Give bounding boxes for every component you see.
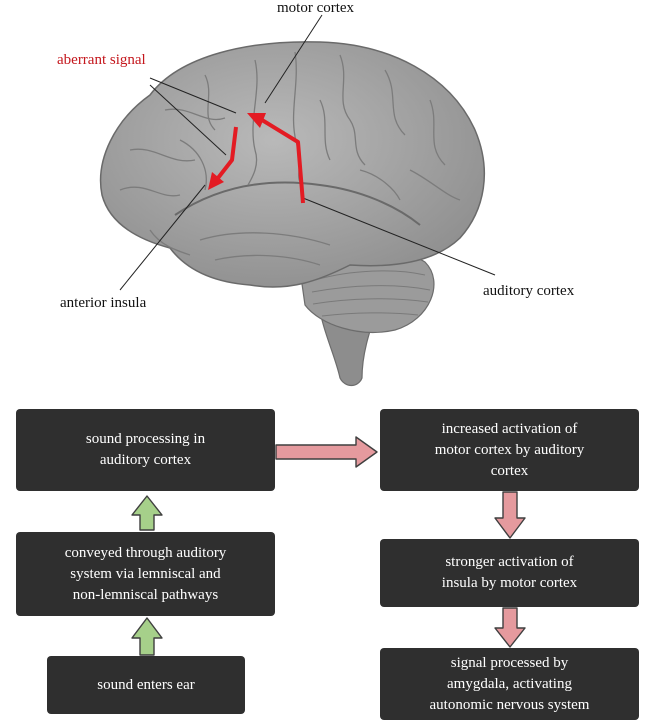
cerebellum-folia bbox=[311, 270, 431, 317]
signal-arrowhead-motor bbox=[247, 113, 266, 128]
pink-arrow-down-1 bbox=[494, 491, 526, 539]
aberrant-signal-leader-b bbox=[149, 84, 227, 156]
pink-arrow-right bbox=[275, 436, 378, 468]
label-aberrant-signal: aberrant signal bbox=[57, 52, 146, 68]
green-arrow-1 bbox=[131, 495, 163, 531]
box-amygdala: signal processed by amygdala, activating… bbox=[380, 648, 639, 720]
label-auditory-cortex: auditory cortex bbox=[483, 283, 575, 299]
label-motor-cortex: motor cortex bbox=[277, 0, 355, 16]
box-sound-enters-ear: sound enters ear bbox=[47, 656, 245, 714]
box-sound-processing: sound processing in auditory cortex bbox=[16, 409, 275, 491]
aberrant-signal-leader-a bbox=[149, 77, 237, 114]
box-increased-activation: increased activation of motor cortex by … bbox=[380, 409, 639, 491]
motor-cortex-leader bbox=[264, 14, 323, 104]
box-conveyed-pathways: conveyed through auditory system via lem… bbox=[16, 532, 275, 616]
signal-arrowhead-insula bbox=[208, 172, 224, 190]
aberrant-signal-path bbox=[208, 113, 305, 204]
brain-illustration bbox=[99, 41, 485, 387]
cerebrum bbox=[99, 41, 485, 288]
pink-arrow-down-2 bbox=[494, 607, 526, 648]
green-arrow-2 bbox=[131, 617, 163, 656]
sylvian-fissure bbox=[174, 181, 421, 226]
flow-arrows bbox=[131, 436, 526, 656]
leader-lines bbox=[119, 14, 496, 291]
anterior-insula-leader bbox=[119, 184, 206, 291]
box-stronger-activation: stronger activation of insula by motor c… bbox=[380, 539, 639, 607]
label-anterior-insula: anterior insula bbox=[60, 295, 147, 311]
auditory-cortex-leader bbox=[302, 197, 496, 276]
